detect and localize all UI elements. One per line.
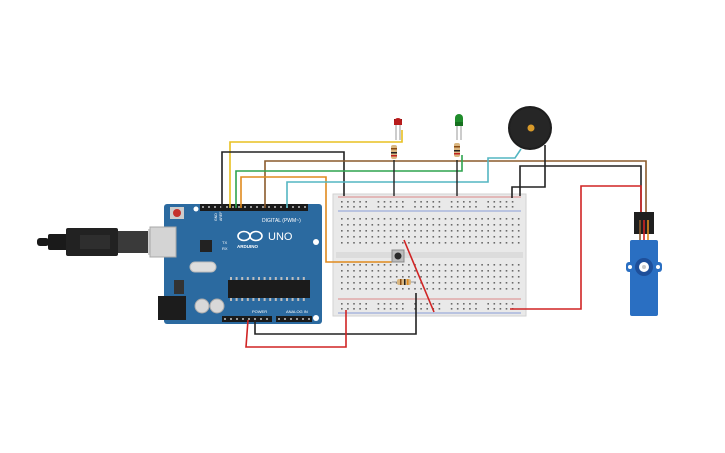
- servo-motor[interactable]: [626, 212, 662, 316]
- red-led-resistor[interactable]: [391, 145, 397, 159]
- wire-brown[interactable]: [264, 160, 647, 214]
- wire-yellow[interactable]: [229, 130, 403, 208]
- reset-button[interactable]: [173, 209, 181, 217]
- wire-black-buzzer[interactable]: [511, 145, 546, 198]
- power-label: POWER: [252, 309, 267, 314]
- gnd-label: GND: [214, 213, 218, 221]
- wire-cyan[interactable]: [286, 148, 522, 208]
- wire-black-bottom[interactable]: [254, 293, 417, 335]
- piezo-buzzer[interactable]: [508, 106, 552, 150]
- digital-pwm-label: DIGITAL (PWM~): [262, 218, 301, 224]
- wire-red-servo[interactable]: [510, 185, 642, 310]
- wire-black-top[interactable]: [221, 151, 345, 208]
- uno-label: UNO: [268, 231, 293, 243]
- arduino-uno-board[interactable]: DIGITAL (PWM~) AREF GND TX RX UNO ARDUIN…: [149, 204, 322, 324]
- usb-cable[interactable]: [37, 228, 168, 256]
- wires: [221, 130, 647, 348]
- analog-in-label: ANALOG IN: [286, 309, 308, 314]
- rx-label: RX: [222, 246, 228, 251]
- aref-label: AREF: [219, 212, 223, 221]
- red-led[interactable]: [394, 118, 402, 140]
- arduino-logo-icon: [237, 230, 263, 242]
- breadboard[interactable]: [332, 193, 527, 317]
- green-led-resistor[interactable]: [454, 143, 460, 157]
- wire-orange[interactable]: [240, 176, 392, 263]
- arduino-brand-label: ARDUINO: [237, 244, 258, 249]
- button-resistor[interactable]: [392, 279, 416, 285]
- push-button[interactable]: [391, 249, 405, 263]
- wire-red-bottom[interactable]: [245, 310, 347, 348]
- wire-green[interactable]: [235, 155, 463, 208]
- tx-label: TX: [222, 240, 227, 245]
- wire-red-diagonal[interactable]: [403, 239, 435, 313]
- green-led[interactable]: [455, 114, 463, 140]
